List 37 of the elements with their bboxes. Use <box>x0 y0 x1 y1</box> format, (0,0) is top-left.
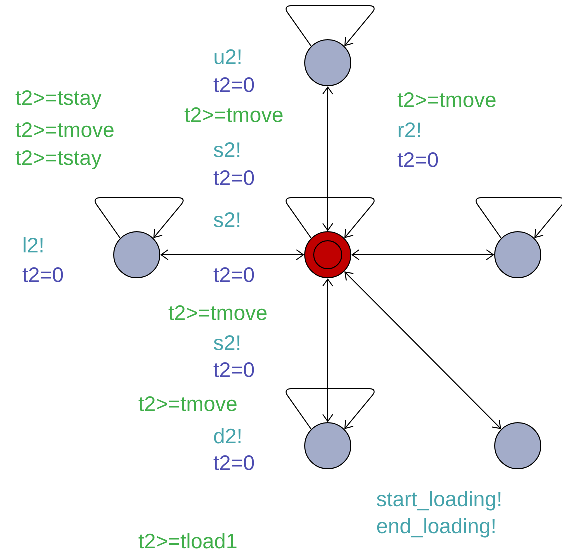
arrow <box>322 278 334 422</box>
location-circle <box>304 40 352 86</box>
location-circle <box>494 232 542 278</box>
transition-label: t2>=tmove <box>168 306 267 320</box>
transition-label: t2=0 <box>398 152 438 168</box>
location-circle <box>114 232 160 278</box>
transition-label: t2>=tload1 <box>138 533 237 549</box>
transition-label: d2! <box>214 428 241 444</box>
transition-label: t2>=tstay <box>16 90 102 110</box>
self-loop-arrow <box>94 198 184 239</box>
transition-label: t2>=tmove <box>16 122 114 138</box>
location-circle <box>494 422 542 470</box>
self-loop-arrow <box>286 388 375 430</box>
arrow <box>344 272 502 430</box>
location-circle <box>304 422 352 470</box>
transition-label: t2>=tmove <box>138 396 237 412</box>
transition-label: s2! <box>214 142 240 158</box>
transition-label: s2! <box>214 336 240 350</box>
arrow <box>352 250 494 260</box>
self-loop-arrow <box>476 198 562 239</box>
transition-label: r2! <box>398 122 420 138</box>
arrow <box>160 250 304 260</box>
transition-label: t2=0 <box>214 268 254 282</box>
transition-label: t2=0 <box>22 268 64 282</box>
transition-label: l2! <box>24 237 43 253</box>
transition-label: t2=0 <box>214 362 254 378</box>
initial-location-circle <box>304 232 352 278</box>
transition-label: end_loading! <box>377 518 495 538</box>
transition-label: t2>=tmove <box>398 92 496 108</box>
transition-label: t2=0 <box>214 170 254 186</box>
arrow <box>322 86 334 232</box>
self-loop-arrow <box>286 198 375 239</box>
transition-label: s2! <box>214 212 240 228</box>
transition-label: start_loading! <box>377 491 501 511</box>
transition-label: u2! <box>214 50 241 64</box>
self-loop-arrow <box>286 6 375 47</box>
transition-label: t2>=tmove <box>184 108 283 122</box>
